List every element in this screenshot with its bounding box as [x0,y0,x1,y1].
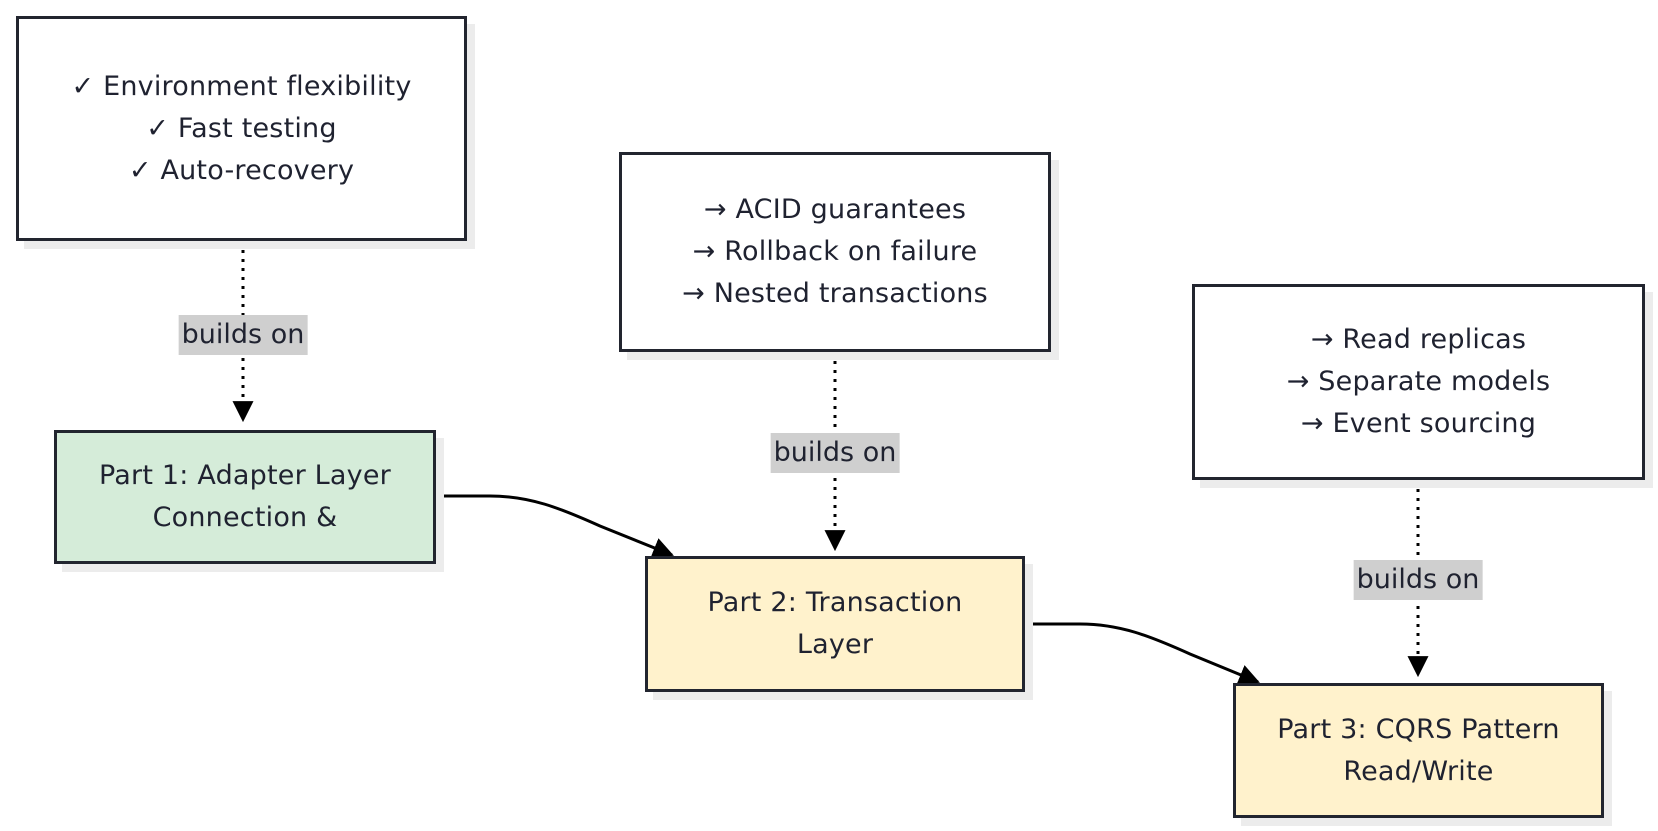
node-part3-cqrs-pattern: Part 3: CQRS Pattern Read/Write [1233,683,1604,818]
note-part2-line-3: → Nested transactions [682,278,988,309]
note-part2-line-1: → ACID guarantees [703,194,967,225]
edge-label-builds-on-1: builds on [178,315,308,355]
node-part2-transaction-layer: Part 2: Transaction Layer [645,556,1025,692]
note-part2-line-2: → Rollback on failure [692,236,978,267]
part3-title: Part 3: CQRS Pattern [1277,713,1560,745]
edge-part2-to-part3 [1025,622,1260,685]
part2-title: Part 2: Transaction [707,587,963,618]
part3-subtitle: Read/Write [1343,755,1494,787]
edge-part1-to-part2 [436,494,674,558]
note-part3-features: → Read replicas → Separate models → Even… [1192,284,1645,480]
note-part1-line-2: ✓ Fast testing [146,112,337,144]
note-part1-line-3: ✓ Auto-recovery [128,154,355,186]
part2-subtitle: Layer [796,629,874,660]
note-part3-line-1: → Read replicas [1310,324,1527,355]
note-part1-line-1: ✓ Environment flexibility [71,70,412,102]
note-part3-line-2: → Separate models [1286,366,1551,397]
node-part1-adapter-layer: Part 1: Adapter Layer Connection & [54,430,436,564]
note-part2-features: → ACID guarantees → Rollback on failure … [619,152,1051,352]
part1-subtitle: Connection & [152,502,338,533]
edge-label-builds-on-2: builds on [770,433,900,473]
note-part1-benefits: ✓ Environment flexibility ✓ Fast testing… [16,16,467,241]
part1-title: Part 1: Adapter Layer [99,460,391,491]
edge-label-builds-on-3: builds on [1353,560,1483,600]
note-part3-line-3: → Event sourcing [1300,408,1537,439]
